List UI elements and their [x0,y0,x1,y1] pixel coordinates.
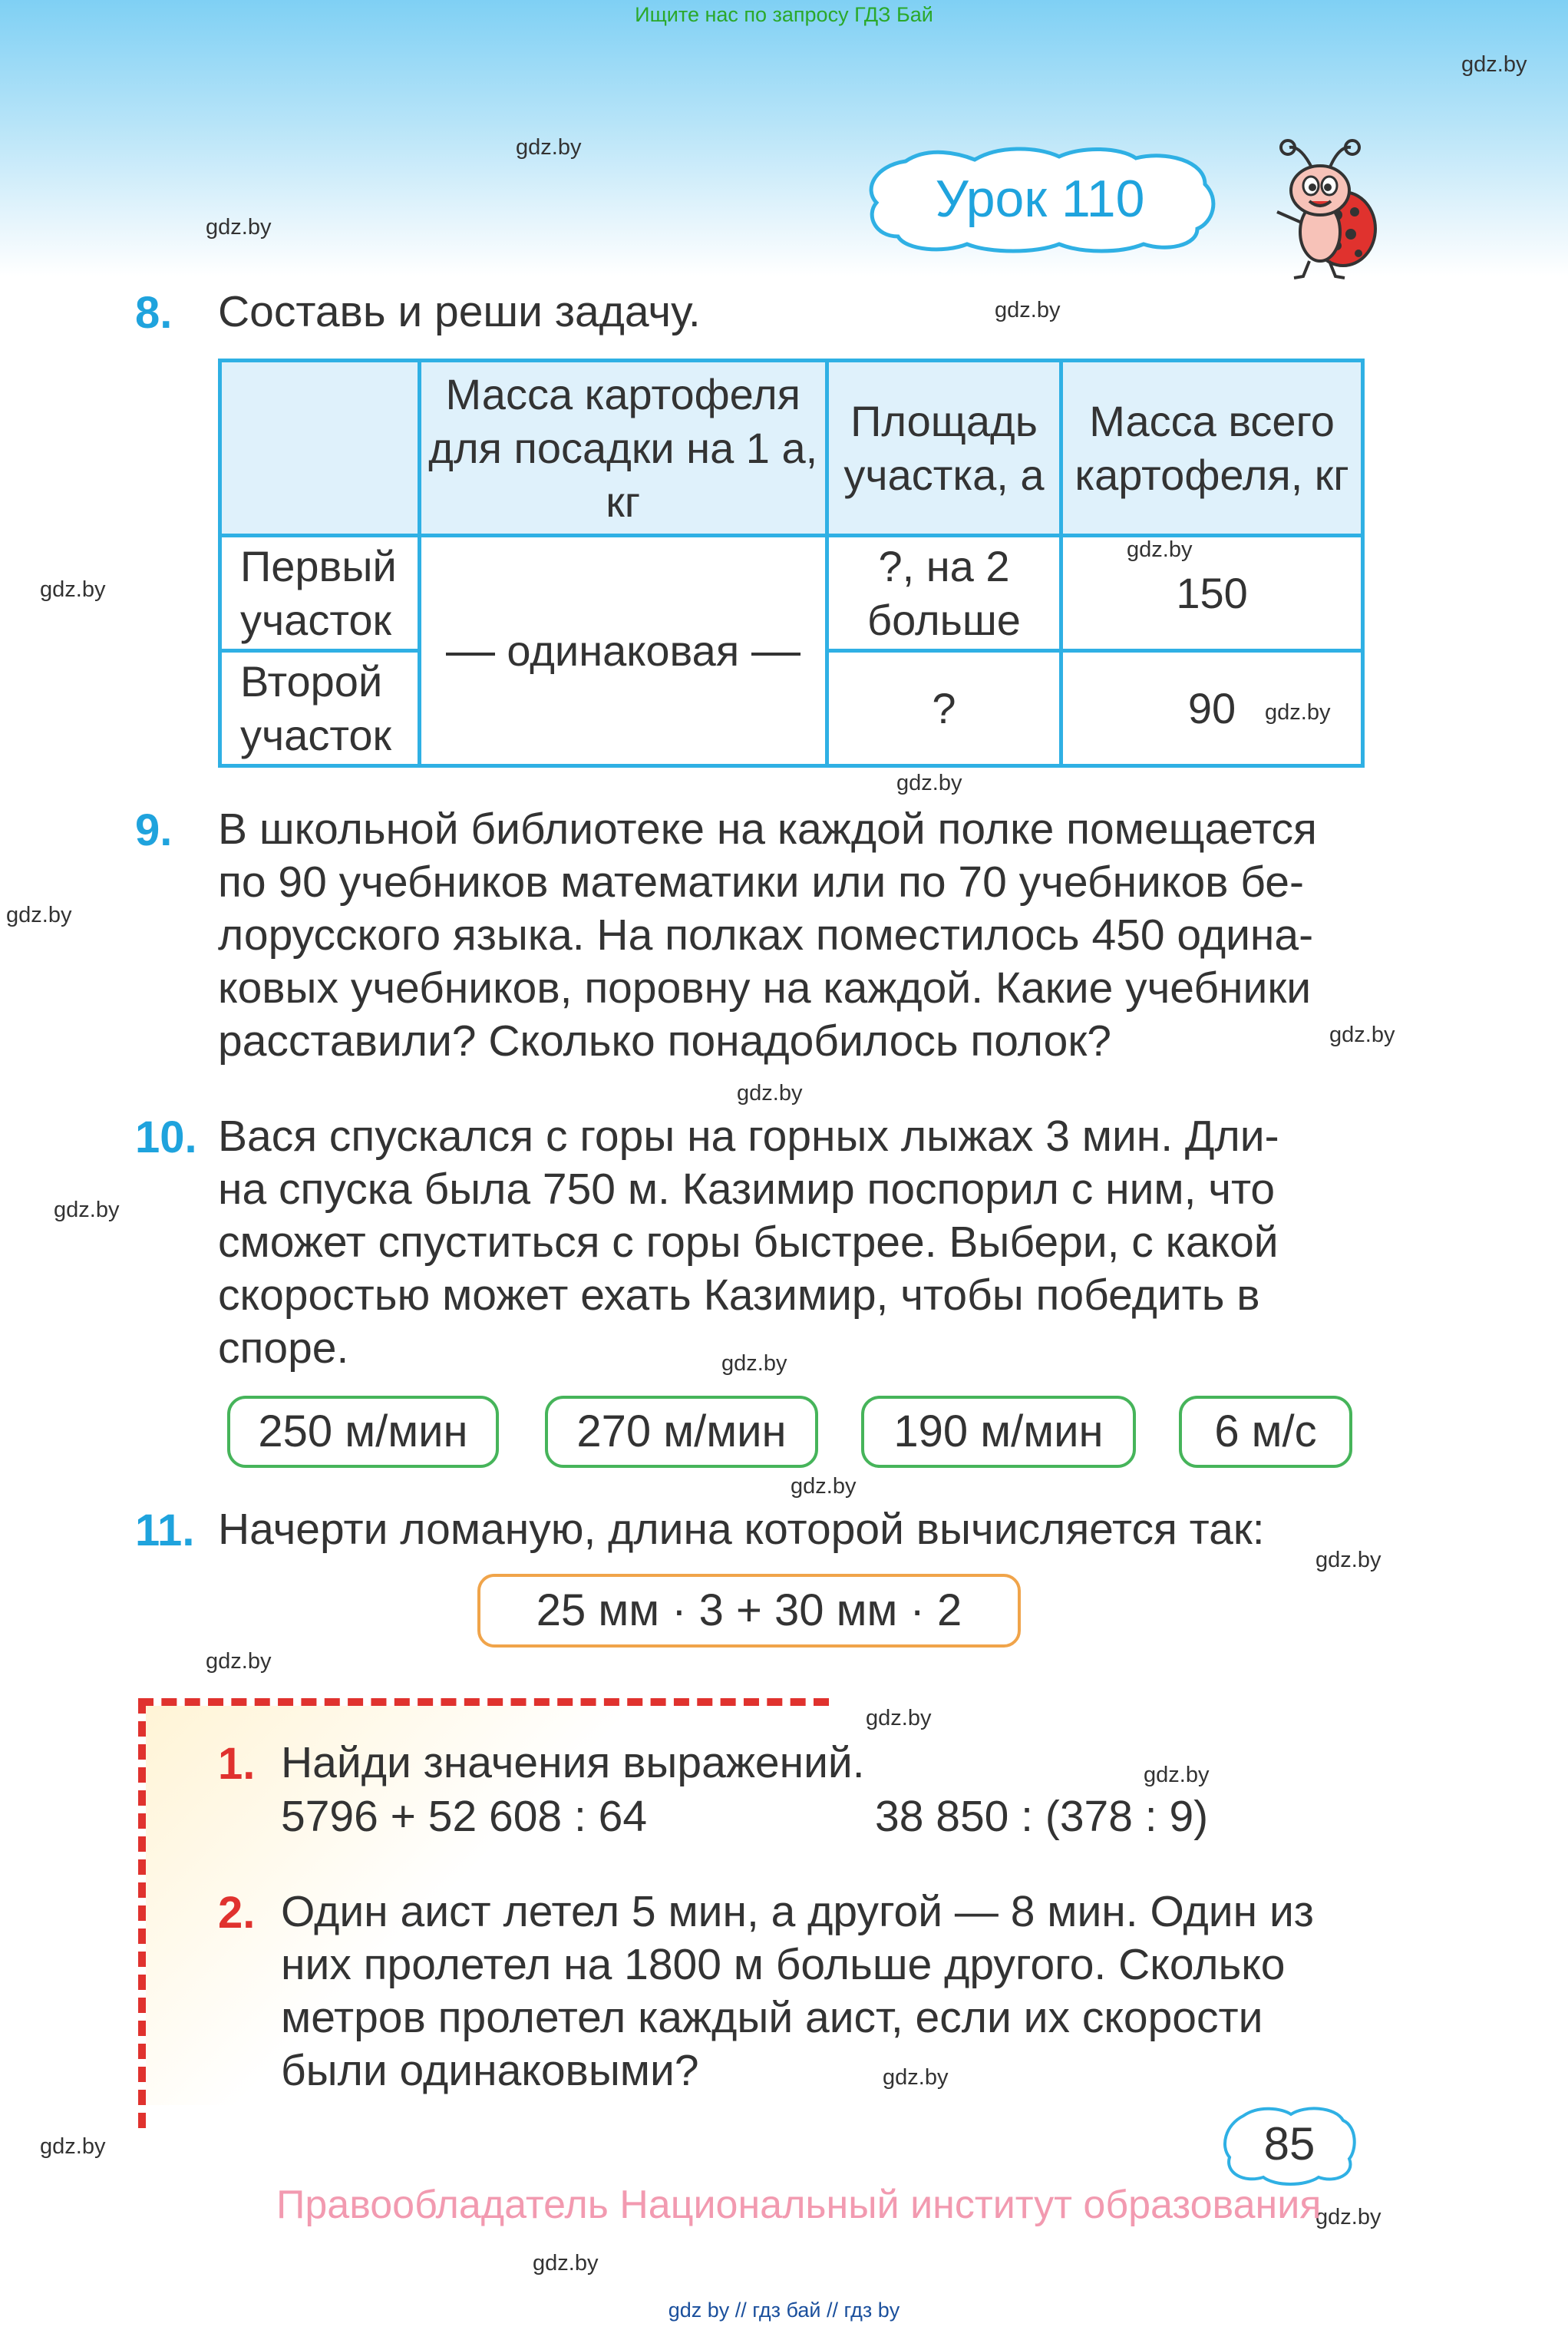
table-cell: ?, на 2 больше [824,534,1064,653]
text-line: них пролетел на 1800 м больше другого. С… [281,1940,1286,1989]
watermark: gdz.by [883,2065,949,2090]
expression: 5796 + 52 608 : 64 [281,1792,648,1841]
task-text: В школьной библиотеке на каждой полке по… [218,803,1369,1068]
text-line: сможет спуститься с горы быстрее. Выбери… [218,1218,1279,1267]
watermark: gdz.by [40,577,106,602]
extra-task-number: 2. [218,1888,256,1938]
extra-task-text: Найди значения выражений. [281,1738,865,1787]
watermark: gdz.by [866,1706,932,1730]
text-line: Вася спускался с горы на горных лыжах 3 … [218,1112,1279,1161]
page-number-cloud [1223,2107,1356,2186]
watermark: gdz.by [6,903,72,927]
watermark: gdz.by [54,1198,120,1222]
watermark: gdz.by [721,1351,787,1376]
table-cell: ? [824,649,1064,768]
task-number: 10. [135,1112,197,1162]
task-text: Составь и реши задачу. [218,287,701,336]
lesson-badge: Урок 110 [860,146,1220,253]
table-header: Площадь участка, а [824,359,1064,537]
table-cell: 90 [1059,649,1365,768]
text-line: расставили? Сколько понадобилось полок? [218,1016,1111,1066]
table-header: Масса всего картофеля, кг [1059,359,1365,537]
page-number: 85 [1263,2118,1315,2170]
formula-box: 25 мм · 3 + 30 мм · 2 [477,1574,1021,1648]
cloud-shape [869,147,1216,253]
merged-mass-label: одинаковая [507,626,740,675]
watermark: gdz.by [206,1649,272,1674]
task-number: 8. [135,288,173,338]
task-number: 9. [135,805,173,855]
text-line: по 90 учебников математики или по 70 уче… [218,858,1304,907]
watermark: gdz.by [1315,2205,1381,2229]
table-cell: 150 [1059,534,1365,653]
text-line: метров пролетел каждый аист, если их ско… [281,1993,1263,2042]
text-line: В школьной библиотеке на каждой полке по… [218,805,1317,854]
text-line: на спуска была 750 м. Казимир поспорил с… [218,1165,1276,1214]
watermark: gdz.by [1329,1023,1395,1047]
text-line: споре. [218,1324,349,1373]
text-line: ковых учебников, поровну на каждой. Каки… [218,963,1312,1013]
expression: 38 850 : (378 : 9) [875,1792,1209,1841]
speed-option[interactable]: 250 м/мин [227,1396,499,1468]
watermark: gdz.by [737,1081,803,1106]
watermark: gdz.by [533,2251,599,2276]
rights-holder: Правообладатель Национальный институт об… [276,2183,1322,2227]
watermark: gdz.by [1461,52,1527,77]
table-row-label: Второй участок [218,649,421,768]
dashed-border-left [138,1698,146,2128]
table-row-label: Первый участок [218,534,421,653]
text-line: лорусского языка. На полках поместилось … [218,911,1314,960]
task-table: Масса картофеля для посадки на 1 а, кг П… [218,359,1365,768]
extra-task-number: 1. [218,1739,256,1789]
table-header: Масса картофеля для посадки на 1 а, кг [417,359,829,537]
speed-option[interactable]: 270 м/мин [545,1396,818,1468]
task-number: 11. [135,1505,195,1555]
ladybug-icon [1266,138,1381,284]
watermark: gdz.by [1144,1763,1210,1787]
dashed-border-top [138,1698,829,1706]
lesson-title: Урок 110 [935,170,1145,228]
task-text: Начерти ломаную, длина которой вычисляет… [218,1505,1265,1554]
extra-task-text: Один аист летел 5 мин, а другой — 8 мин.… [281,1886,1371,2097]
speed-option[interactable]: 190 м/мин [861,1396,1136,1468]
text-line: скоростью может ехать Казимир, чтобы поб… [218,1271,1260,1320]
watermark: gdz.by [516,135,582,160]
watermark: gdz.by [995,298,1061,322]
watermark: gdz.by [206,215,272,240]
extra-tasks-background [146,1706,837,2105]
speed-option[interactable]: 6 м/с [1179,1396,1352,1468]
task-text: Вася спускался с горы на горных лыжах 3 … [218,1110,1369,1375]
watermark: gdz.by [1315,1548,1381,1572]
bottom-links[interactable]: gdz by // гдз бай // гдз by [668,2299,900,2322]
table-corner-cell [218,359,421,537]
top-search-banner[interactable]: Ищите нас по запросу ГДЗ Бай [635,3,933,26]
watermark: gdz.by [791,1474,857,1499]
watermark: gdz.by [40,2134,106,2159]
table-merged-cell: одинаковая [417,534,829,768]
text-line: Один аист летел 5 мин, а другой — 8 мин.… [281,1887,1314,1936]
watermark: gdz.by [896,771,962,795]
text-line: были одинаковыми? [281,2046,699,2095]
